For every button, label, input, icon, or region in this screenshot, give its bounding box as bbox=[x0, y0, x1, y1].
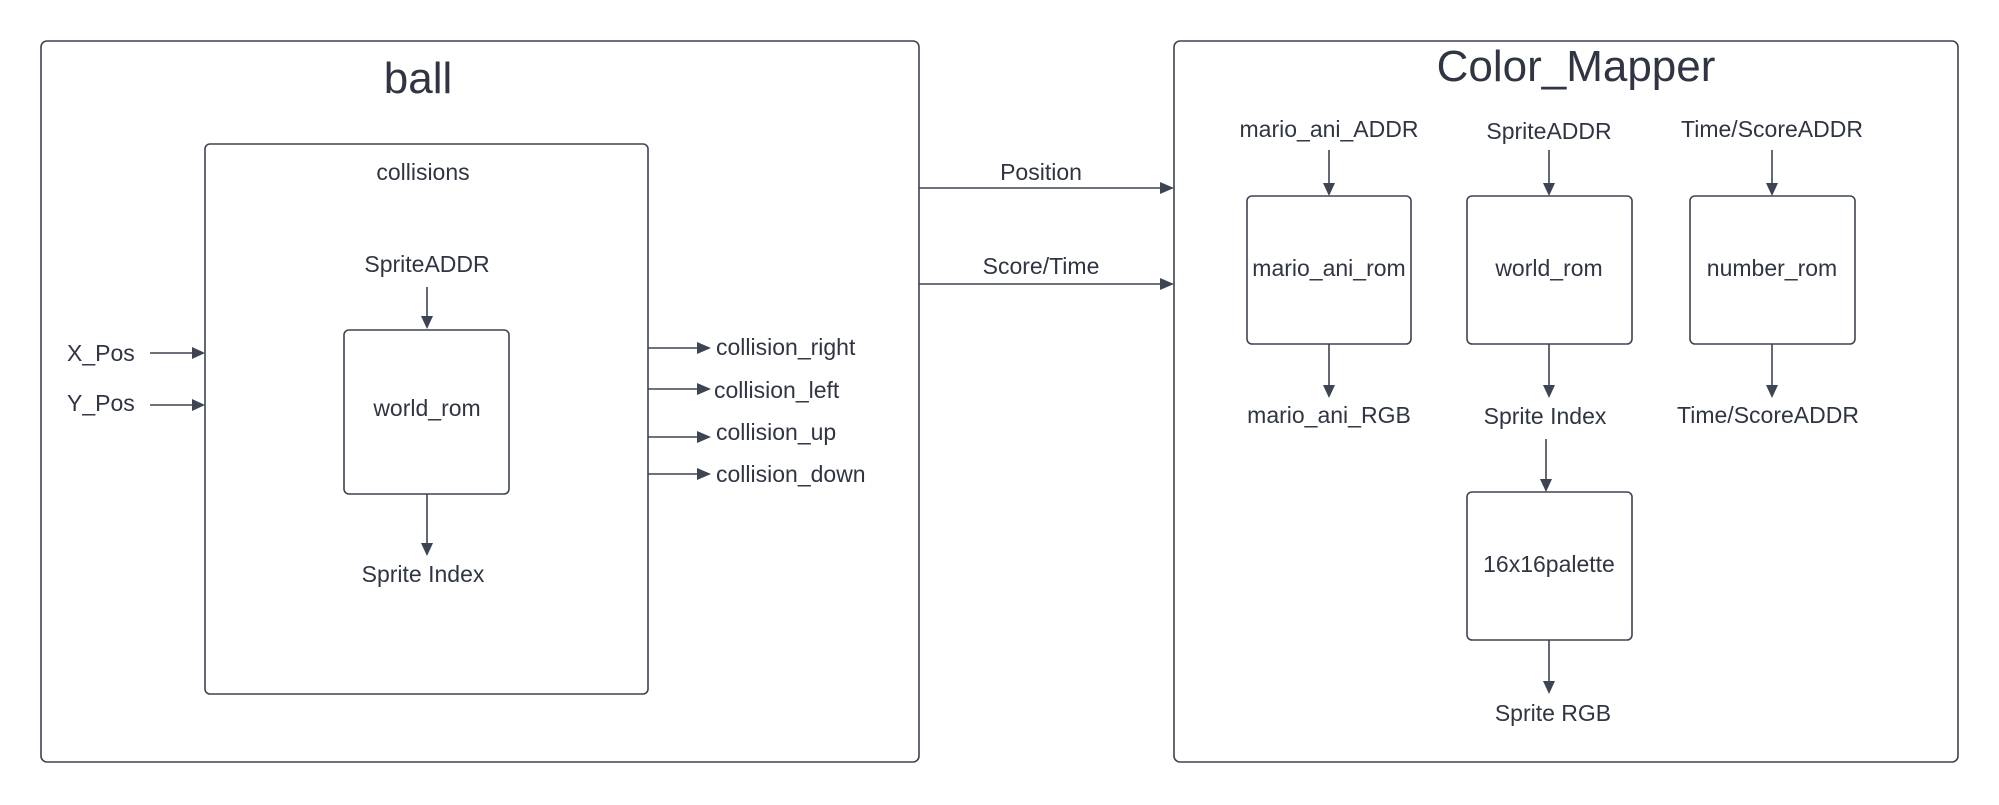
input-label-x-pos: X_Pos bbox=[67, 340, 135, 366]
y-pos-arrow-head bbox=[192, 399, 205, 411]
number-rom-label: number_rom bbox=[1707, 255, 1837, 281]
input-label-y-pos: Y_Pos bbox=[67, 390, 135, 416]
palette-label: 16x16palette bbox=[1483, 551, 1615, 577]
output-label-collision-left: collision_left bbox=[714, 377, 840, 403]
color-mapper-sprite-index-label: Sprite Index bbox=[1484, 403, 1607, 429]
mario-ani-addr-label: mario_ani_ADDR bbox=[1240, 116, 1419, 142]
score-time-arrow-head bbox=[1160, 278, 1174, 290]
connection-label-score-time: Score/Time bbox=[983, 253, 1100, 279]
sprite-rgb-label: Sprite RGB bbox=[1495, 700, 1611, 726]
mario-ani-rgb-label: mario_ani_RGB bbox=[1247, 402, 1411, 428]
position-arrow-head bbox=[1160, 182, 1174, 194]
collision-down-arrow-head bbox=[697, 468, 711, 480]
output-label-collision-up: collision_up bbox=[716, 419, 836, 445]
collision-left-arrow-head bbox=[697, 383, 711, 395]
sprite-addr-arrow-head bbox=[421, 316, 433, 329]
output-label-collision-down: collision_down bbox=[716, 461, 866, 487]
collision-right-arrow-head bbox=[697, 342, 711, 354]
collision-up-arrow-head bbox=[697, 431, 711, 443]
mario-ani-rgb-arrow-head bbox=[1323, 385, 1335, 398]
time-score-addr-input-label: Time/ScoreADDR bbox=[1681, 116, 1863, 142]
number-rom-output-arrow-head bbox=[1766, 385, 1778, 398]
sprite-index-arrow-head bbox=[421, 543, 433, 556]
mario-ani-rom-label: mario_ani_rom bbox=[1252, 255, 1405, 281]
color-mapper-sprite-addr-arrow-head bbox=[1543, 183, 1555, 196]
sprite-index-to-palette-arrow-head bbox=[1540, 479, 1552, 492]
world-rom-output-arrow-head bbox=[1543, 385, 1555, 398]
output-label-collision-right: collision_right bbox=[716, 334, 856, 360]
connection-label-position: Position bbox=[1000, 159, 1082, 185]
mario-ani-addr-arrow-head bbox=[1323, 183, 1335, 196]
x-pos-arrow-head bbox=[192, 347, 205, 359]
collisions-sprite-addr-label: SpriteADDR bbox=[364, 251, 489, 277]
color-mapper-world-rom-label: world_rom bbox=[1494, 255, 1602, 281]
ball-module-title: ball bbox=[384, 54, 453, 103]
time-score-addr-output-label: Time/ScoreADDR bbox=[1677, 402, 1859, 428]
color-mapper-module-title: Color_Mapper bbox=[1437, 42, 1716, 91]
collisions-world-rom-label: world_rom bbox=[372, 395, 480, 421]
collisions-sprite-index-label: Sprite Index bbox=[362, 561, 485, 587]
color-mapper-sprite-addr-label: SpriteADDR bbox=[1486, 118, 1611, 144]
time-score-addr-arrow-head bbox=[1766, 183, 1778, 196]
collisions-module-title: collisions bbox=[376, 159, 469, 185]
palette-output-arrow-head bbox=[1543, 681, 1555, 694]
